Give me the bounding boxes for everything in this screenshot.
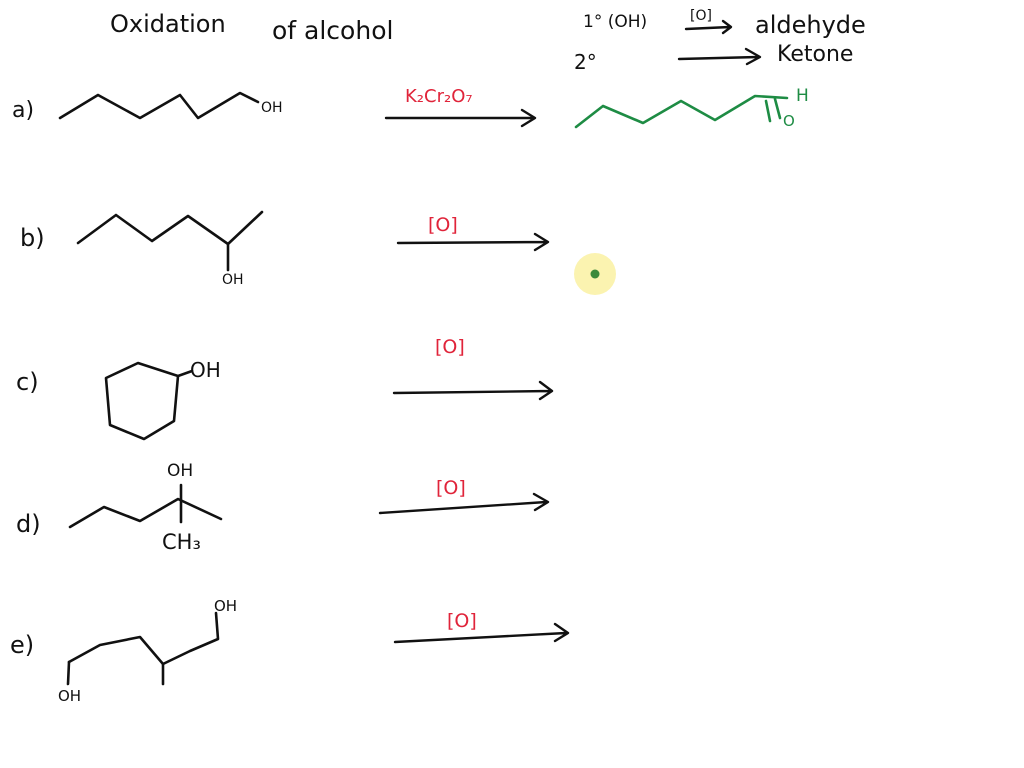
rule-primary-label: 1° (OH) — [583, 12, 648, 32]
problem-b-structure — [76, 210, 264, 272]
rule-primary-reagent: [O] — [690, 8, 712, 24]
problem-d-hydroxyl: OH — [167, 461, 194, 481]
rule-secondary-arrow — [677, 47, 762, 66]
problem-d-reagent: [O] — [436, 477, 466, 499]
problem-a-product — [574, 94, 789, 129]
problem-a-reagent: K₂Cr₂O₇ — [405, 86, 473, 107]
rule-primary-product: aldehyde — [755, 11, 866, 39]
problem-b-hydroxyl: OH — [222, 272, 244, 288]
problem-d-label: d) — [16, 510, 41, 538]
problem-d-arrow — [378, 492, 550, 515]
rule-secondary-product: Ketone — [777, 42, 854, 67]
problem-e-structure — [66, 611, 220, 686]
rule-secondary-label: 2° — [574, 50, 597, 74]
problem-e-hydroxyl-top: OH — [214, 597, 238, 615]
problem-a-product-oxygen: O — [783, 112, 795, 130]
problem-e-label: e) — [10, 631, 35, 659]
problem-a-label: a) — [12, 98, 35, 123]
problem-a-product-hydrogen: H — [796, 86, 809, 106]
problem-a-arrow — [384, 108, 537, 128]
problem-a-structure — [58, 91, 260, 120]
problem-e-reagent: [O] — [447, 610, 477, 632]
rule-primary-arrow — [684, 19, 733, 35]
problem-a-hydroxyl: OH — [261, 100, 283, 116]
title-of-alcohol: of alcohol — [272, 16, 394, 45]
header-arrows — [677, 19, 762, 66]
problem-c-arrow — [392, 380, 554, 401]
problem-c-structure — [104, 361, 194, 441]
problem-e-arrow — [393, 622, 570, 644]
problem-c-label: c) — [16, 368, 39, 396]
problem-e-hydroxyl-bottom: OH — [58, 687, 82, 705]
problem-c-hydroxyl: OH — [190, 358, 221, 382]
problem-d-methyl: CH₃ — [162, 530, 201, 554]
cursor-dot — [590, 269, 600, 279]
title-oxidation: Oxidation — [110, 10, 226, 38]
problem-d-structure — [68, 483, 223, 529]
problem-c-reagent: [O] — [435, 336, 465, 358]
problem-b-label: b) — [20, 224, 45, 252]
problem-b-arrow — [396, 232, 550, 252]
problem-b-reagent: [O] — [428, 214, 458, 236]
